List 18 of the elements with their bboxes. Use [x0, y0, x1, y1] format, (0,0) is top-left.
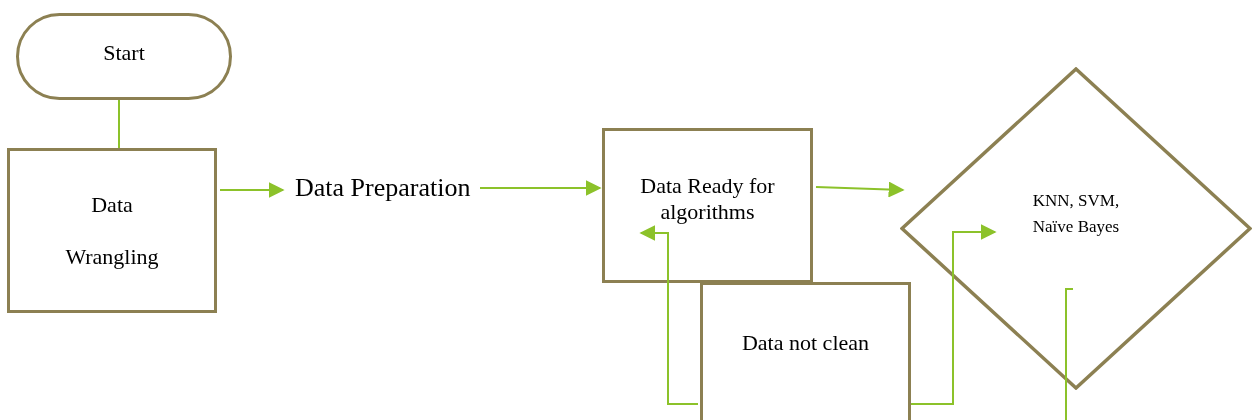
- process-box: [7, 148, 217, 313]
- decision-diamond: [900, 67, 1252, 390]
- process-box: [700, 282, 911, 420]
- connector-line: [1065, 288, 1074, 420]
- arrow: [815, 181, 905, 198]
- arrow: [910, 224, 997, 405]
- node-label: Data not clean: [741, 329, 870, 356]
- node-label: KNN, SVM, Naïve Bayes: [1031, 189, 1121, 238]
- node-label: Start: [103, 39, 145, 66]
- process-box: [602, 128, 813, 283]
- arrow: [219, 182, 285, 198]
- node-label: Data Wrangling: [64, 190, 160, 271]
- node-label: Data Ready for algorithms: [639, 172, 776, 225]
- node-label: Data Preparation: [295, 175, 472, 201]
- start-terminal: [16, 13, 232, 100]
- arrow: [639, 225, 699, 405]
- connector-line: [118, 99, 120, 149]
- arrow: [479, 180, 602, 196]
